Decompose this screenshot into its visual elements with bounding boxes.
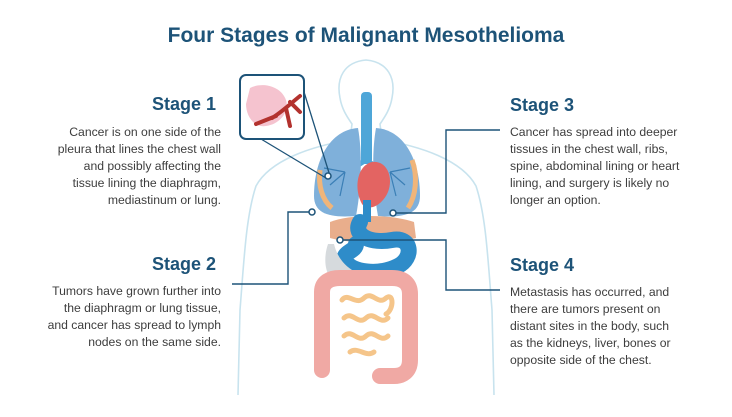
heart — [357, 161, 391, 208]
page-title: Four Stages of Malignant Mesothelioma — [167, 24, 565, 47]
small-intestine — [339, 293, 395, 357]
stage-3-connector — [389, 129, 500, 217]
trachea — [361, 92, 372, 164]
stage-4-heading: Stage 4 — [510, 255, 575, 275]
stage-3-text: Cancer has spread into deeper tissues in… — [510, 125, 680, 207]
large-intestine — [314, 270, 418, 384]
stage-2-text: Tumors have grown further into the diaph… — [47, 284, 221, 349]
stage-2-heading: Stage 2 — [152, 254, 217, 274]
stage-1-heading: Stage 1 — [152, 94, 217, 114]
left-lung — [314, 128, 361, 217]
stage-2-connector — [232, 208, 316, 285]
lung-tumor-magnifier-icon — [239, 74, 332, 180]
stage-3-heading: Stage 3 — [510, 95, 575, 115]
stage-1-text: Cancer is on one side of the pleura that… — [57, 125, 221, 207]
stage-4-text: Metastasis has occurred, and there are t… — [510, 285, 671, 367]
stage-4-connector — [336, 236, 500, 291]
body-outline — [237, 59, 495, 396]
